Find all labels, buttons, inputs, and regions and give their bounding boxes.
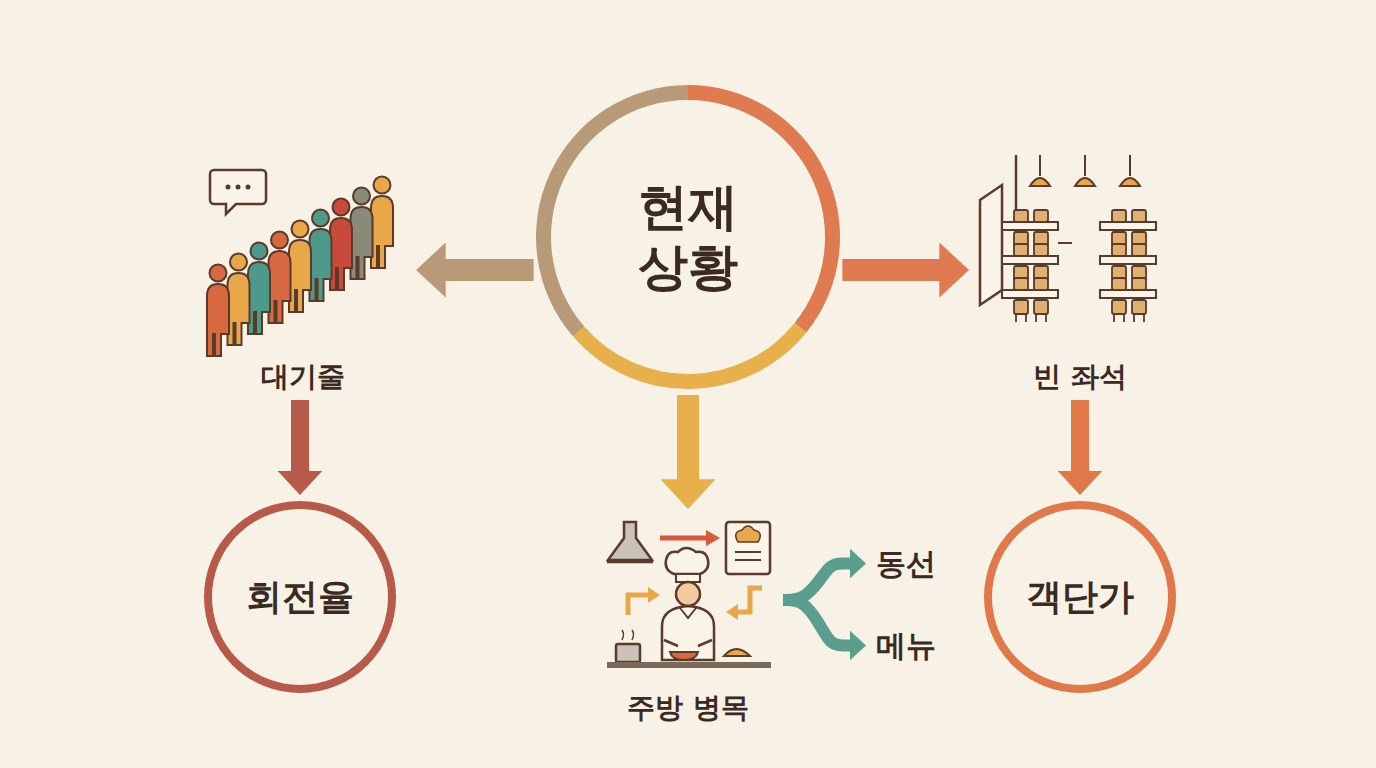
node-label: 동선 [876, 546, 936, 582]
flow-arrow [677, 395, 699, 480]
icon-group: 주방 병목 [595, 515, 781, 725]
queue-icon [207, 177, 393, 357]
node-label: 회전율 [246, 575, 354, 618]
circle-node: 객단가 [984, 501, 1176, 693]
person-figure [330, 199, 352, 291]
node-label: 객단가 [1026, 575, 1134, 618]
flow-arrow [1071, 400, 1089, 472]
person-figure [269, 232, 291, 324]
text-node: 메뉴 [872, 626, 940, 666]
kitchen-icon [607, 522, 771, 668]
seats-icon [980, 155, 1156, 322]
circle-node: 회전율 [204, 501, 396, 693]
person-figure [207, 265, 229, 357]
node-label: 현재 상황 [623, 177, 753, 297]
node-label: 주방 병목 [627, 691, 749, 725]
text-node: 동선 [872, 544, 940, 584]
person-figure [310, 210, 332, 302]
circle-node: 현재 상황 [536, 85, 840, 389]
person-figure [289, 221, 311, 313]
person-figure [228, 254, 250, 346]
node-label: 빈 좌석 [1033, 360, 1127, 394]
circle-ring [208, 505, 392, 689]
flow-arrow [842, 259, 940, 281]
person-figure [371, 177, 393, 269]
icon-group: 빈 좌석 [975, 150, 1185, 394]
node-label: 메뉴 [876, 628, 936, 664]
flow-arrow [783, 600, 851, 646]
circle-ring [988, 505, 1172, 689]
speech-bubble [210, 170, 266, 214]
ring-segment [573, 323, 806, 389]
flow-arrow [291, 400, 309, 472]
node-label: 대기줄 [261, 360, 345, 394]
flow-arrow [445, 259, 534, 281]
person-figure [248, 243, 270, 335]
person-figure [351, 188, 373, 280]
circle-outline [536, 85, 840, 389]
icon-group: 대기줄 [195, 158, 410, 394]
